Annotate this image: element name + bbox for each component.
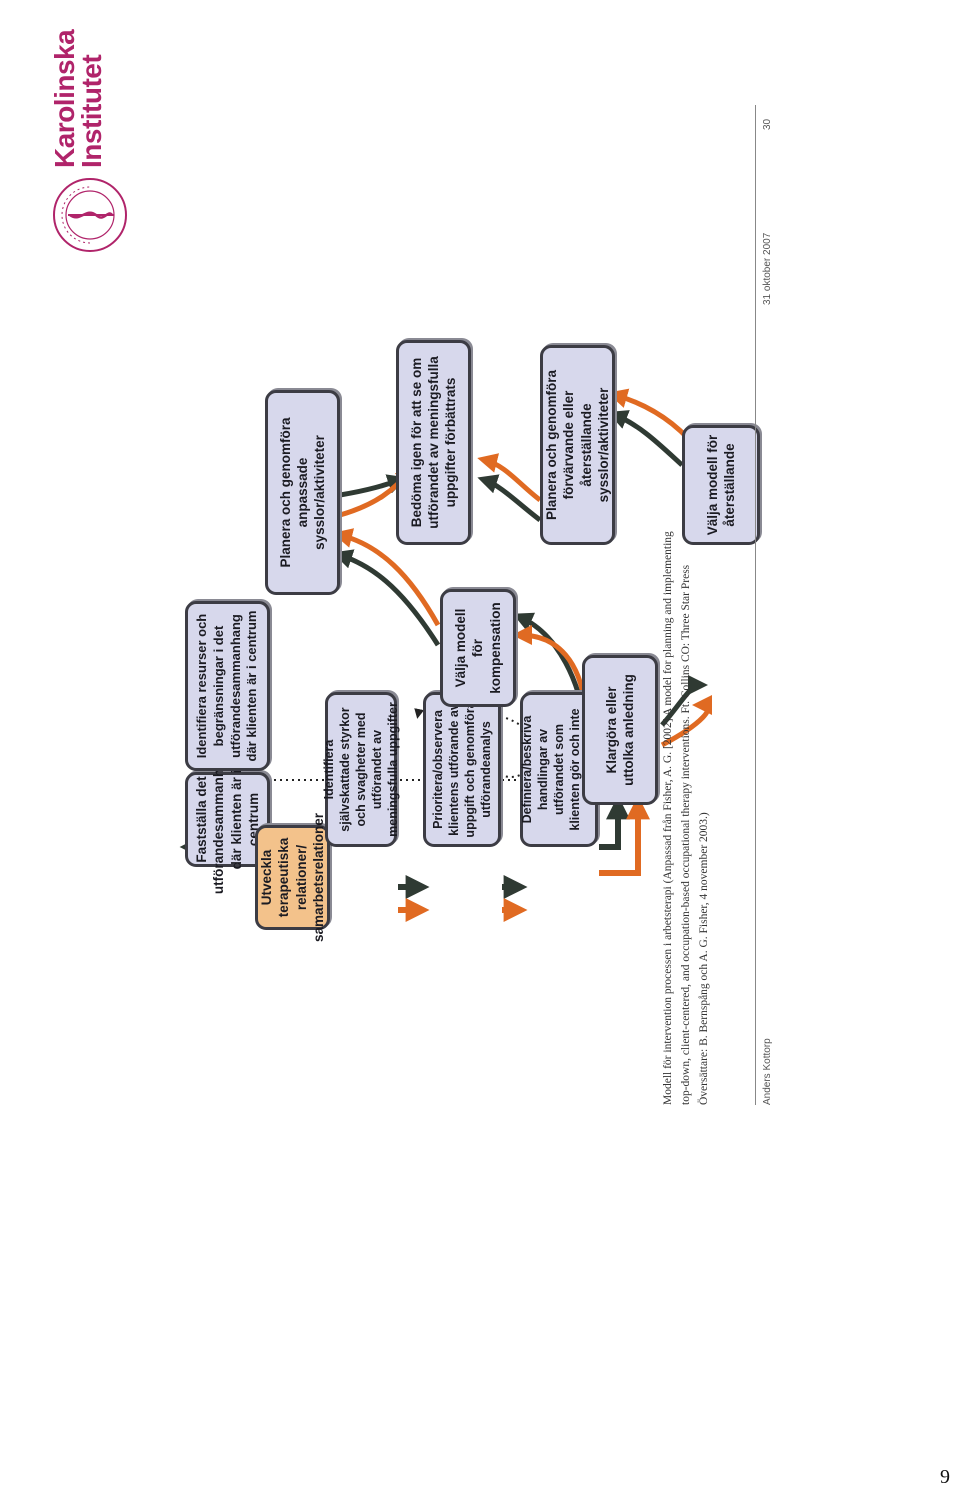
footer-date: 31 oktober 2007 <box>762 232 773 305</box>
box-bedoma-igen: Bedöma igen för att se om utförandet av … <box>396 340 471 545</box>
arrow-kompensation-to-planera-anpassade-orange <box>332 528 441 627</box>
arrow-definiera-to-klargora-orange <box>599 795 650 876</box>
box-planera-anpassade: Planera och genomföra anpassade sysslor/… <box>265 390 340 595</box>
box-klargora-anledning: Klargöra eller uttolka anledning <box>582 655 658 805</box>
box-identifiera-styrkor: Identifiera självskattade styrkor och sv… <box>322 692 400 847</box>
box-valja-kompensation: Välja modell för kompensation <box>440 589 516 707</box>
caption-line-3: Översättare: B. Bernspång och A. G. Fish… <box>697 812 710 1105</box>
footer-rule <box>755 105 756 1105</box>
footer-slide-number: 30 <box>762 118 773 130</box>
rotated-slide: Karolinska Institutet <box>40 30 820 1105</box>
karolinska-seal-logo <box>53 178 127 252</box>
arrow-klargora-to-aterstallande-orange <box>660 695 713 748</box>
page-number: 9 <box>940 1466 950 1488</box>
arrow-definiera-to-klargora <box>599 795 630 850</box>
box-utveckla-relationer: Utveckla terapeutiska relationer/ samarb… <box>255 813 330 942</box>
box-planera-aterstallande: Planera och genomföra förvärvande eller … <box>540 345 615 545</box>
caption-line-2: top-down, client-centered, and occupatio… <box>679 564 692 1105</box>
arrow-aterstallande-to-planera-ater <box>607 410 684 467</box>
arrow-kompensation-to-planera-anpassade <box>332 549 441 647</box>
box-prioritera-observera: Prioritera/observera klientens utförande… <box>423 692 501 847</box>
footer-author: Anders Kottorp <box>762 1038 773 1105</box>
arrow-klargora-to-aterstallande <box>660 675 708 727</box>
arrow-planera-ater-to-bedoma <box>477 474 542 522</box>
figure-caption: Modell för intervention processen i arbe… <box>660 75 713 1105</box>
caption-line-1: Modell för intervention processen i arbe… <box>662 531 674 1105</box>
box-identifiera-resurser: Identifiera resurser och begränsningar i… <box>185 601 270 771</box>
arrow-planera-ater-to-bedoma-orange <box>477 453 542 502</box>
